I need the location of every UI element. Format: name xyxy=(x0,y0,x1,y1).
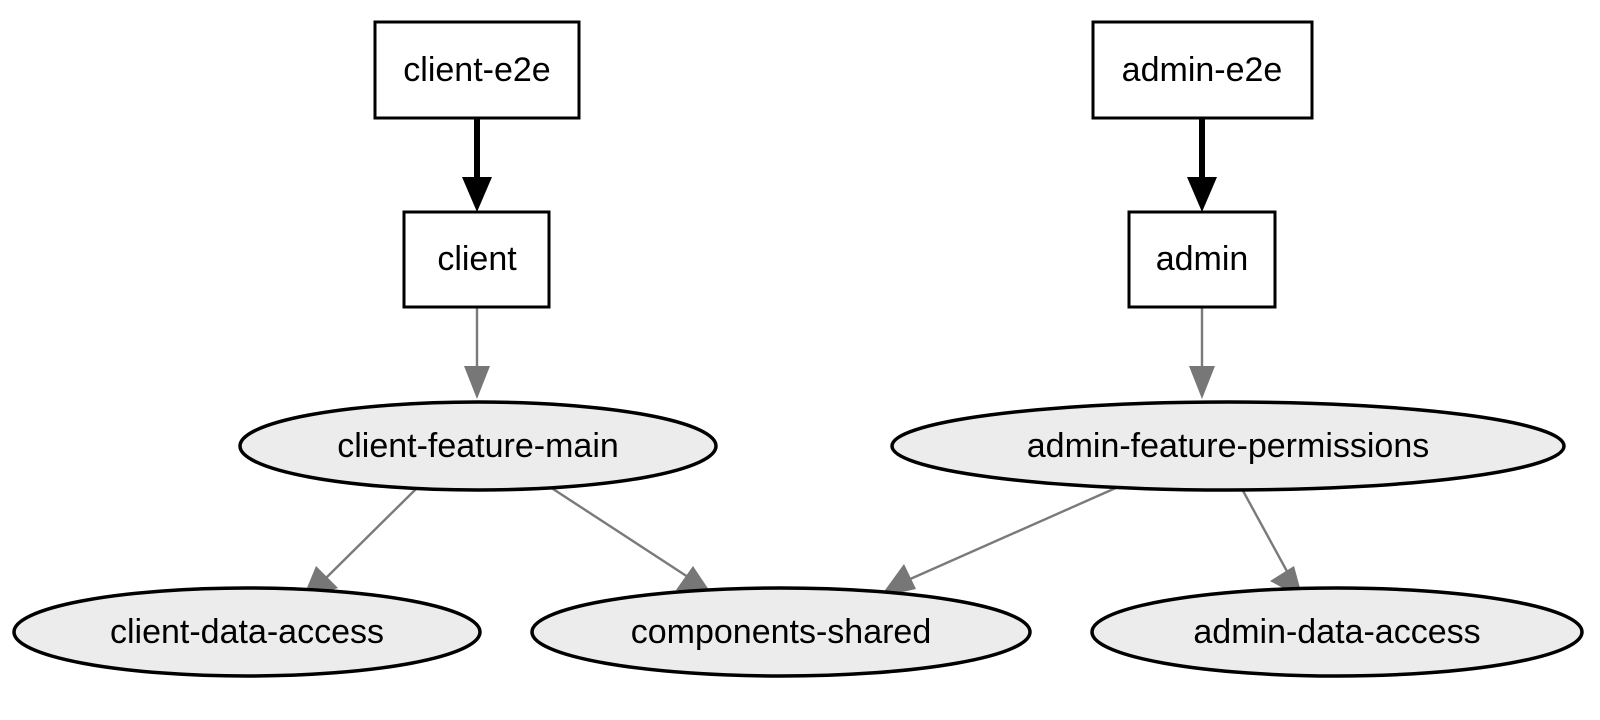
node-client-e2e-shape[interactable] xyxy=(373,20,581,120)
edge-admin-e2e-to-admin xyxy=(1187,118,1217,212)
edge-layer xyxy=(302,118,1303,600)
node-client-e2e[interactable]: client-e2e xyxy=(373,20,581,120)
edge-client-feature-main-to-client-data-access xyxy=(302,486,419,600)
node-client-feature-main-shape[interactable] xyxy=(238,400,718,492)
node-layer: client-e2e client admin-e2e admin client… xyxy=(12,20,1584,678)
edge-admin-to-admin-feature-permissions xyxy=(1189,307,1215,399)
node-client-data-access-label: client-data-access xyxy=(110,613,384,651)
node-admin-label: admin xyxy=(1156,240,1249,278)
node-client[interactable]: client xyxy=(402,210,551,309)
node-components-shared-label: components-shared xyxy=(631,613,932,651)
node-admin-data-access-shape[interactable] xyxy=(1090,586,1584,678)
edge-client-to-client-feature-main xyxy=(464,307,490,399)
node-admin-e2e[interactable]: admin-e2e xyxy=(1091,20,1314,120)
node-client-label: client xyxy=(437,240,517,278)
edge-admin-feature-permissions-to-components-shared xyxy=(880,485,1119,597)
node-client-e2e-label: client-e2e xyxy=(403,51,550,89)
node-components-shared[interactable]: components-shared xyxy=(530,586,1032,678)
node-admin-feature-permissions-shape[interactable] xyxy=(890,400,1566,492)
node-admin-e2e-shape[interactable] xyxy=(1091,20,1314,120)
node-admin[interactable]: admin xyxy=(1127,210,1277,309)
node-client-data-access-shape[interactable] xyxy=(12,586,482,678)
edge-client-feature-main-to-components-shared xyxy=(549,485,713,596)
node-client-shape[interactable] xyxy=(402,210,551,309)
node-components-shared-shape[interactable] xyxy=(530,586,1032,678)
node-admin-e2e-label: admin-e2e xyxy=(1122,51,1283,89)
node-client-feature-main-label: client-feature-main xyxy=(337,427,619,465)
node-admin-shape[interactable] xyxy=(1127,210,1277,309)
node-admin-data-access[interactable]: admin-data-access xyxy=(1090,586,1584,678)
node-admin-feature-permissions-label: admin-feature-permissions xyxy=(1027,427,1430,465)
edge-admin-feature-permissions-to-admin-data-access xyxy=(1240,488,1303,599)
node-client-data-access[interactable]: client-data-access xyxy=(12,586,482,678)
node-admin-data-access-label: admin-data-access xyxy=(1193,613,1480,651)
node-admin-feature-permissions[interactable]: admin-feature-permissions xyxy=(890,400,1566,492)
edge-client-e2e-to-client xyxy=(462,118,492,212)
node-client-feature-main[interactable]: client-feature-main xyxy=(238,400,718,492)
